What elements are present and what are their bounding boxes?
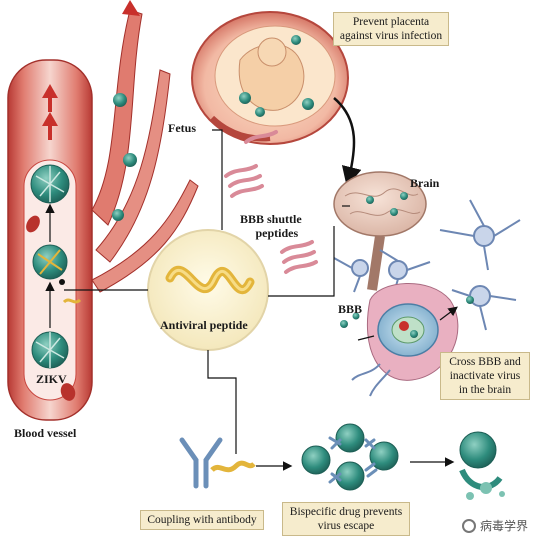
callout-text-line: Prevent placenta	[352, 16, 430, 28]
flow-arrows	[42, 84, 58, 140]
label-bbb-shuttle-line1: BBB shuttle	[240, 212, 302, 226]
bispecific-virus-cluster	[301, 423, 399, 491]
callout-text-line: Bispecific drug prevents	[289, 506, 403, 518]
watermark-logo-icon	[461, 518, 476, 533]
watermark-text: 病毒学界	[479, 519, 528, 533]
callout-text-line: inactivate virus	[449, 370, 521, 382]
connector-dot	[59, 279, 65, 285]
callout-coupling: Coupling with antibody	[140, 510, 264, 530]
callout-text-line: virus escape	[317, 520, 375, 532]
vessel-branch	[91, 0, 199, 293]
virus-particle	[30, 164, 70, 204]
callout-text-line: Cross BBB and	[449, 356, 521, 368]
label-antiviral-peptide: Antiviral peptide	[160, 318, 248, 332]
virus-particle-zikv	[31, 331, 69, 369]
label-blood-vessel: Blood vessel	[14, 426, 77, 440]
brain-illustration	[333, 171, 427, 291]
antibody-icon	[179, 437, 223, 489]
shuttle-peptide-waves	[224, 130, 318, 274]
label-bbb-shuttle-line2: peptides	[255, 226, 299, 240]
callout-bispecific: Bispecific drug prevents virus escape	[282, 502, 410, 536]
label-brain: Brain	[410, 176, 440, 190]
callout-text-line: against virus infection	[339, 30, 443, 42]
label-fetus: Fetus	[168, 121, 196, 135]
neuron-cells	[333, 199, 521, 331]
watermark: 病毒学界	[461, 517, 528, 534]
arrow-to-brain	[333, 97, 362, 187]
label-zikv: ZIKV	[36, 372, 67, 386]
callout-text-line: in the brain	[458, 384, 512, 396]
placenta-illustration	[191, 11, 349, 145]
connector-lines	[64, 129, 335, 454]
label-bbb: BBB	[338, 302, 363, 316]
coupled-peptide	[210, 460, 256, 473]
callout-text-line: Coupling with antibody	[147, 514, 257, 526]
antiviral-peptide-circle	[147, 229, 269, 351]
callout-cross-bbb: Cross BBB and inactivate virus in the br…	[440, 352, 530, 400]
peptide-squiggle	[62, 298, 82, 304]
callout-prevent-placenta: Prevent placenta against virus infection	[333, 12, 449, 46]
bbb-cell	[340, 283, 474, 397]
virus-particle	[32, 244, 68, 280]
inactivated-virus	[459, 431, 505, 500]
label-bbb-shuttle: BBB shuttle peptides	[240, 212, 302, 240]
